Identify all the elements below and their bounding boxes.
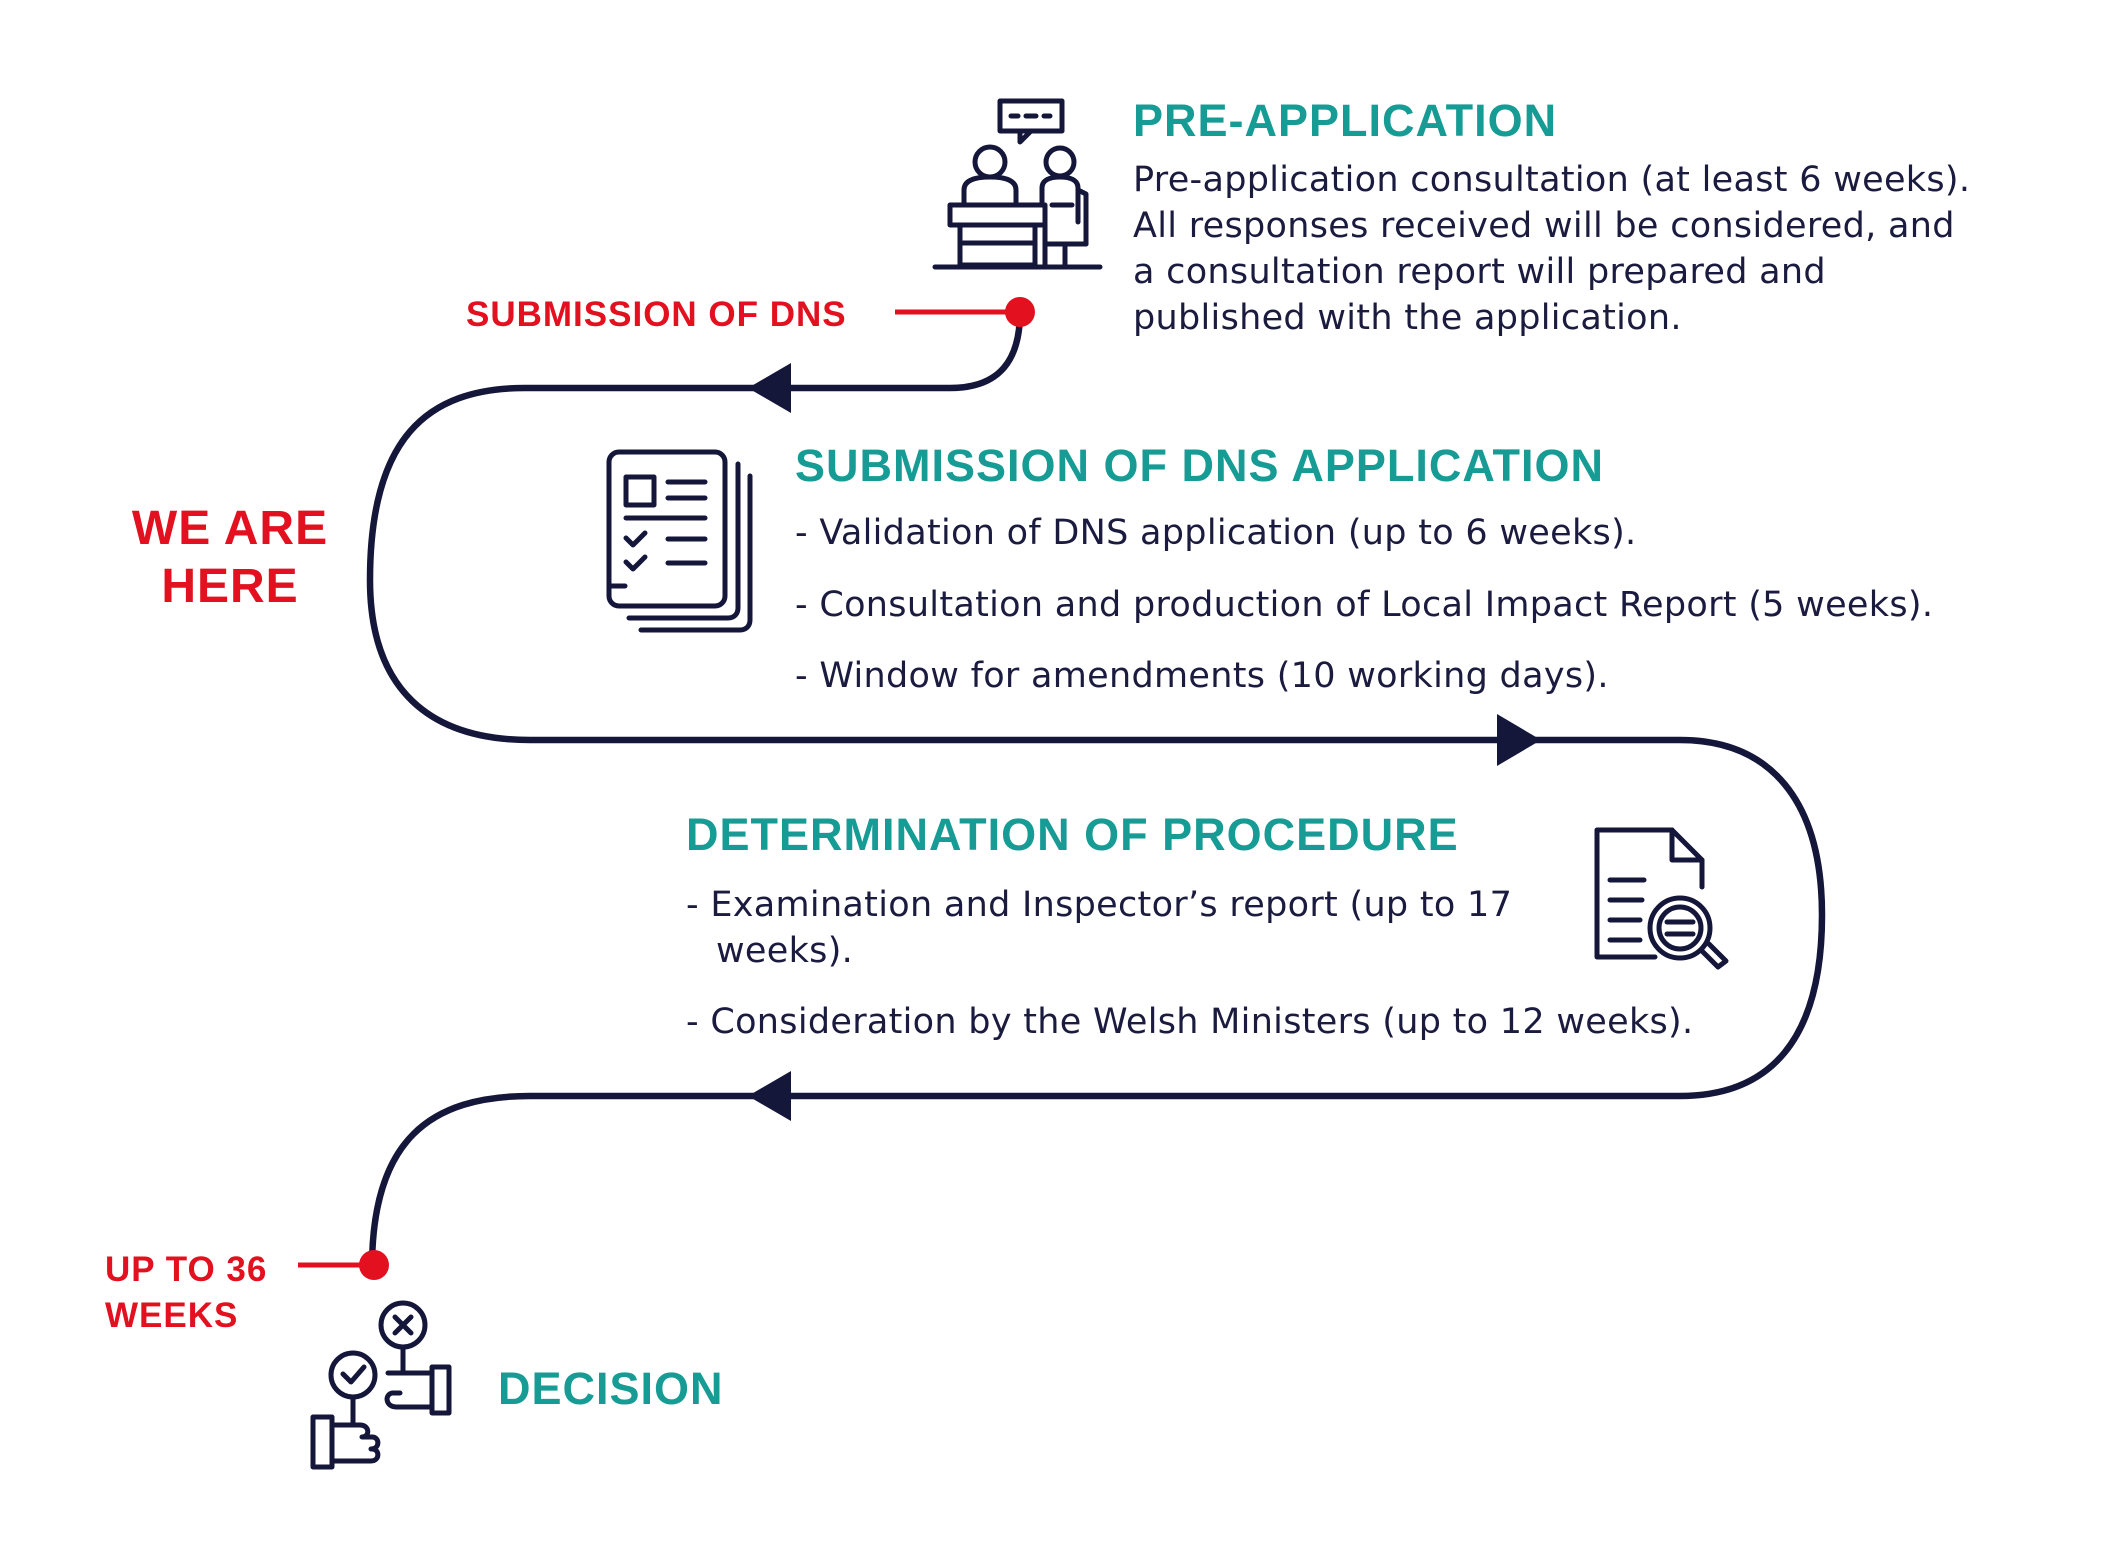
- pre-application-description: Pre-application consultation (at least 6…: [1133, 160, 1971, 338]
- submission-bullet: - Consultation and production of Local I…: [795, 585, 1934, 625]
- document-search-icon: [1594, 827, 1729, 970]
- duration-label: UP TO 36 WEEKS: [105, 1250, 268, 1335]
- process-timeline-path: [366, 308, 1826, 1272]
- submission-of-dns-marker-label: SUBMISSION OF DNS: [466, 295, 847, 334]
- left-arrow-icon: [748, 1071, 791, 1121]
- right-arrow-icon: [1497, 714, 1541, 766]
- consultation-meeting-icon: [932, 98, 1103, 270]
- we-are-here-label: WE ARE HERE: [131, 502, 329, 613]
- pre-application-title: PRE-APPLICATION: [1133, 95, 1558, 146]
- submission-bullet: - Validation of DNS application (up to 6…: [795, 513, 1637, 553]
- left-arrow-icon: [748, 363, 791, 413]
- submission-title: SUBMISSION OF DNS APPLICATION: [795, 440, 1605, 491]
- decision-title: DECISION: [498, 1363, 724, 1414]
- duration-marker-dot: [359, 1250, 389, 1280]
- determination-title: DETERMINATION OF PROCEDURE: [686, 809, 1459, 860]
- determination-bullet: - Consideration by the Welsh Ministers (…: [686, 1002, 1694, 1042]
- decision-hands-icon: [310, 1300, 452, 1470]
- determination-bullet: - Examination and Inspector’s report (up…: [686, 885, 1513, 971]
- submission-marker-dot: [1005, 297, 1035, 327]
- submission-bullet: - Window for amendments (10 working days…: [795, 656, 1609, 696]
- document-checklist-icon: [606, 449, 753, 633]
